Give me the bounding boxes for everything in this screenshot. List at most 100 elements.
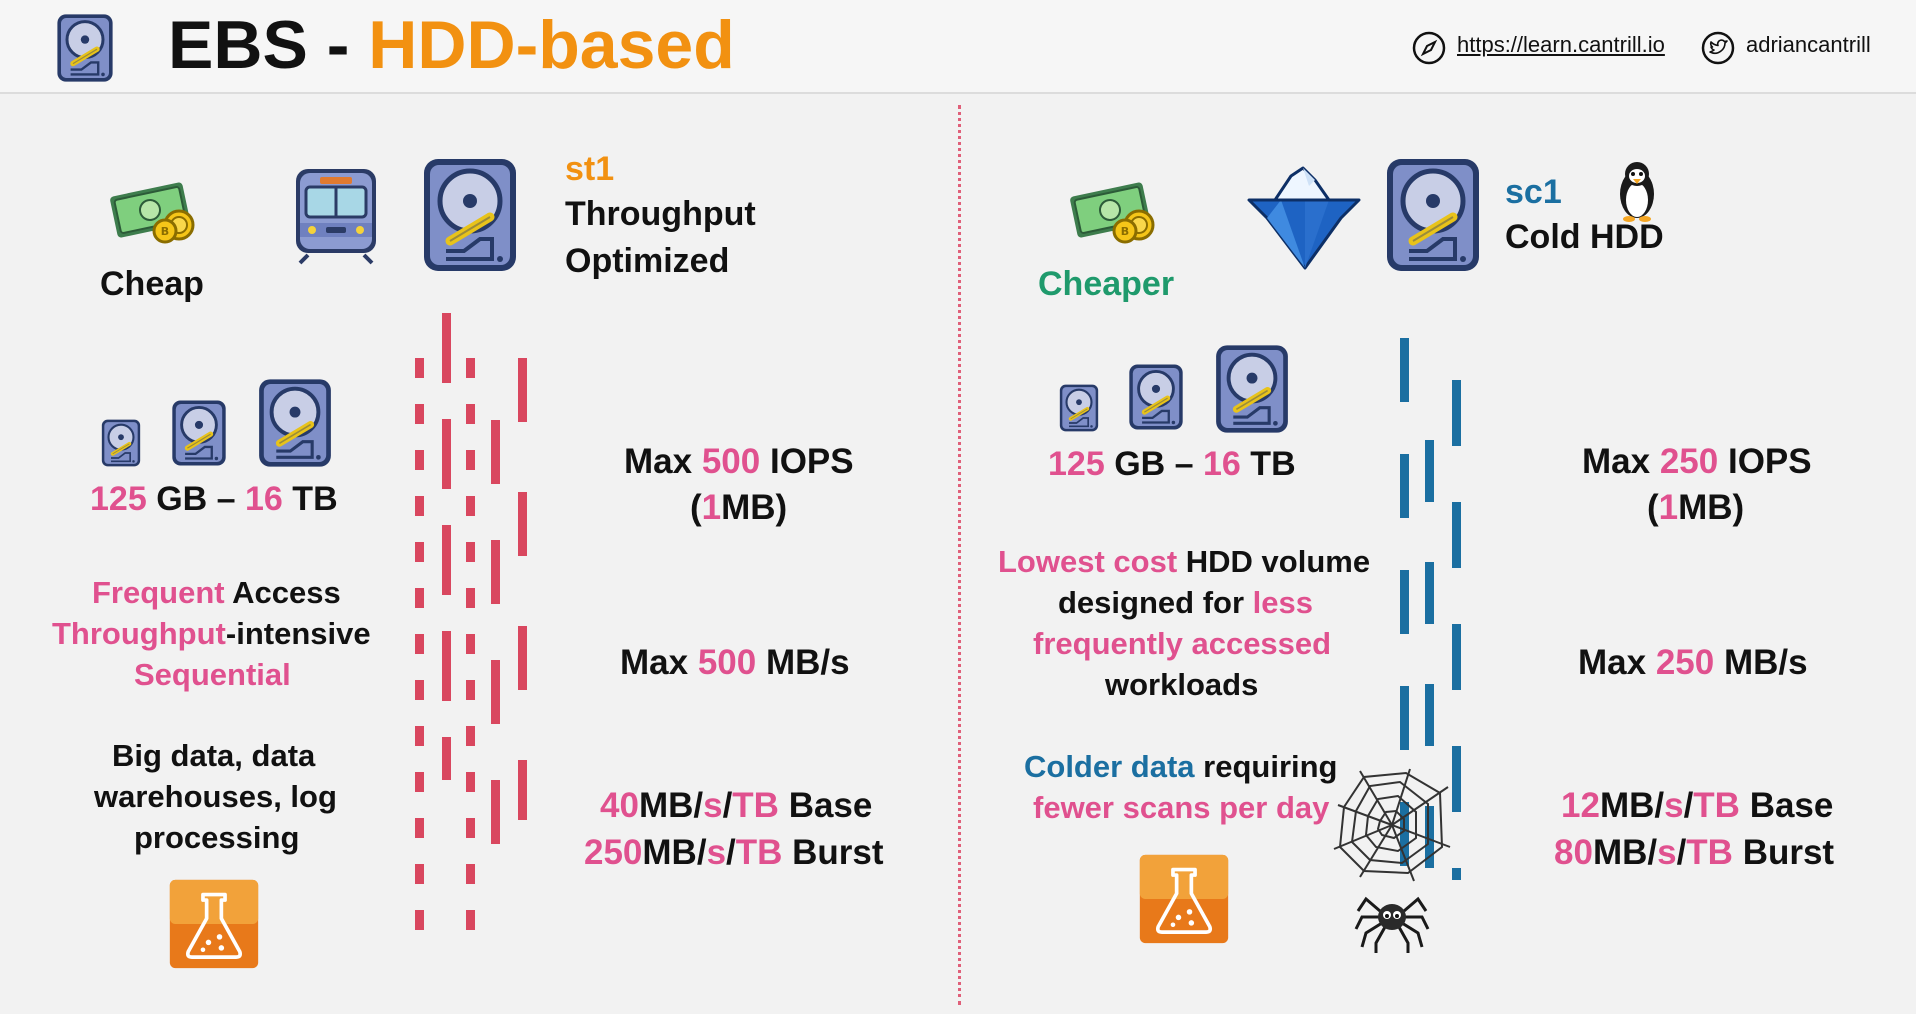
st1-tp-value: 500 <box>697 643 757 682</box>
sc1-desc-line2: designed for less <box>1058 585 1313 621</box>
money-icon <box>1065 175 1165 245</box>
st1-size-max-unit: TB <box>292 480 338 518</box>
sc1-io-open: ( <box>1647 488 1659 527</box>
throughput-dash <box>491 540 500 604</box>
sc1-cold1-rest: requiring <box>1203 749 1338 784</box>
hdd-icon <box>55 12 115 84</box>
sc1-code: sc1 <box>1505 173 1562 211</box>
sc1-io-size: (1MB) <box>1647 488 1744 528</box>
sc1-cold-line2: fewer scans per day <box>1033 790 1330 825</box>
st1-size-range: 125 GB – 16 TB <box>90 480 338 519</box>
train-icon <box>296 169 376 265</box>
twitter-handle[interactable]: adriancantrill <box>1746 32 1871 57</box>
throughput-dash <box>442 525 451 595</box>
throughput-dash <box>1400 454 1409 518</box>
st1-throughput: Max 500 MB/s <box>620 643 850 683</box>
st1-use2-pink: Throughput <box>52 616 226 651</box>
sc1-price-label: Cheaper <box>1038 265 1175 303</box>
st1-iops: Max 500 IOPS <box>624 442 854 482</box>
st1-io-open: ( <box>690 488 702 527</box>
st1-tp-prefix: Max <box>620 643 689 682</box>
throughput-dash <box>415 634 424 654</box>
header-bar: EBS - HDD-based https://learn.cantrill.i… <box>0 0 1916 94</box>
st1-burst-slash: / <box>726 833 736 872</box>
page-title: EBS - HDD-based <box>168 6 735 84</box>
course-link[interactable]: https://learn.cantrill.io <box>1457 32 1665 57</box>
st1-tp-suffix: MB/s <box>765 643 850 682</box>
sc1-cold-line1: Colder data requiring <box>1024 749 1338 785</box>
sc1-base-tb: TB <box>1693 786 1740 825</box>
sc1-io-unit: MB) <box>1678 488 1745 527</box>
iceberg-icon <box>1247 166 1361 270</box>
sc1-burst-slash: / <box>1676 833 1687 872</box>
throughput-dash <box>466 496 475 516</box>
spider-web-icon <box>1333 768 1451 882</box>
sc1-desc-line3: frequently accessed <box>1033 626 1332 661</box>
sc1-desc-line4: workloads <box>1105 667 1259 702</box>
st1-base-mb: MB/ <box>638 786 704 825</box>
sc1-size-dash: – <box>1174 445 1194 483</box>
throughput-dash <box>442 313 451 383</box>
throughput-dash <box>415 496 424 516</box>
st1-base-value: 40 <box>600 786 639 825</box>
throughput-dash <box>415 818 424 838</box>
st1-burst-value: 250 <box>584 833 643 872</box>
sc1-base-s: s <box>1664 786 1684 825</box>
sc1-burst-tb: TB <box>1686 833 1733 872</box>
throughput-dash <box>1400 802 1409 866</box>
st1-size-max: 16 <box>245 480 283 518</box>
sc1-burst-mb: MB/ <box>1592 833 1658 872</box>
sc1-tp-suffix: MB/s <box>1723 643 1808 682</box>
throughput-dash <box>491 780 500 844</box>
throughput-dash <box>466 818 475 838</box>
throughput-dash <box>415 910 424 930</box>
throughput-dash <box>1452 380 1461 446</box>
st1-base-s: s <box>703 786 723 825</box>
sc1-desc2-pink: less <box>1252 585 1313 620</box>
throughput-dash <box>1425 440 1434 502</box>
st1-size-min-unit: GB <box>156 480 208 518</box>
sc1-desc2-start: designed for <box>1058 585 1245 620</box>
sc1-iops: Max 250 IOPS <box>1582 442 1812 482</box>
throughput-dash <box>415 358 424 378</box>
st1-price-label: Cheap <box>100 265 204 303</box>
throughput-dash <box>1425 806 1434 868</box>
throughput-dash <box>518 626 527 690</box>
throughput-dash <box>466 404 475 424</box>
hdd-icon-medium <box>1127 362 1185 432</box>
penguin-icon <box>1620 162 1654 222</box>
sc1-name: Cold HDD <box>1505 218 1664 256</box>
throughput-dash <box>1400 338 1409 402</box>
throughput-dash <box>466 680 475 700</box>
throughput-dash <box>415 450 424 470</box>
throughput-dash <box>415 680 424 700</box>
sc1-size-max-unit: TB <box>1250 445 1296 483</box>
st1-name-line1: Throughput <box>565 195 756 233</box>
throughput-dash <box>491 420 500 484</box>
sc1-size-range: 125 GB – 16 TB <box>1048 445 1296 484</box>
sc1-burst-value: 80 <box>1554 833 1593 872</box>
spider-icon <box>1354 896 1430 953</box>
st1-use2-rest: -intensive <box>225 616 371 651</box>
throughput-dash <box>466 772 475 792</box>
st1-size-dash: – <box>216 480 236 518</box>
throughput-dash <box>518 492 527 556</box>
st1-burst-rate: 250MB/s/TB Burst <box>584 833 884 873</box>
throughput-dash <box>466 634 475 654</box>
st1-base-label: Base <box>788 786 873 825</box>
st1-base-tb: TB <box>732 786 779 825</box>
lab-flask-icon <box>1138 853 1230 945</box>
st1-size-min: 125 <box>90 480 147 518</box>
sc1-base-value: 12 <box>1561 786 1600 825</box>
sc1-desc-line1: Lowest cost HDD volume <box>998 544 1370 580</box>
sc1-burst-s: s <box>1657 833 1677 872</box>
st1-io-unit: MB) <box>721 488 788 527</box>
st1-use1-rest: Access <box>232 575 341 610</box>
sc1-cold1-blue: Colder data <box>1024 749 1195 784</box>
st1-code: st1 <box>565 150 615 188</box>
throughput-dash <box>518 358 527 422</box>
throughput-dash <box>442 419 451 489</box>
st1-burst-label: Burst <box>792 833 884 872</box>
sc1-desc1-pink: Lowest cost <box>998 544 1178 579</box>
sc1-iops-prefix: Max <box>1582 442 1651 481</box>
